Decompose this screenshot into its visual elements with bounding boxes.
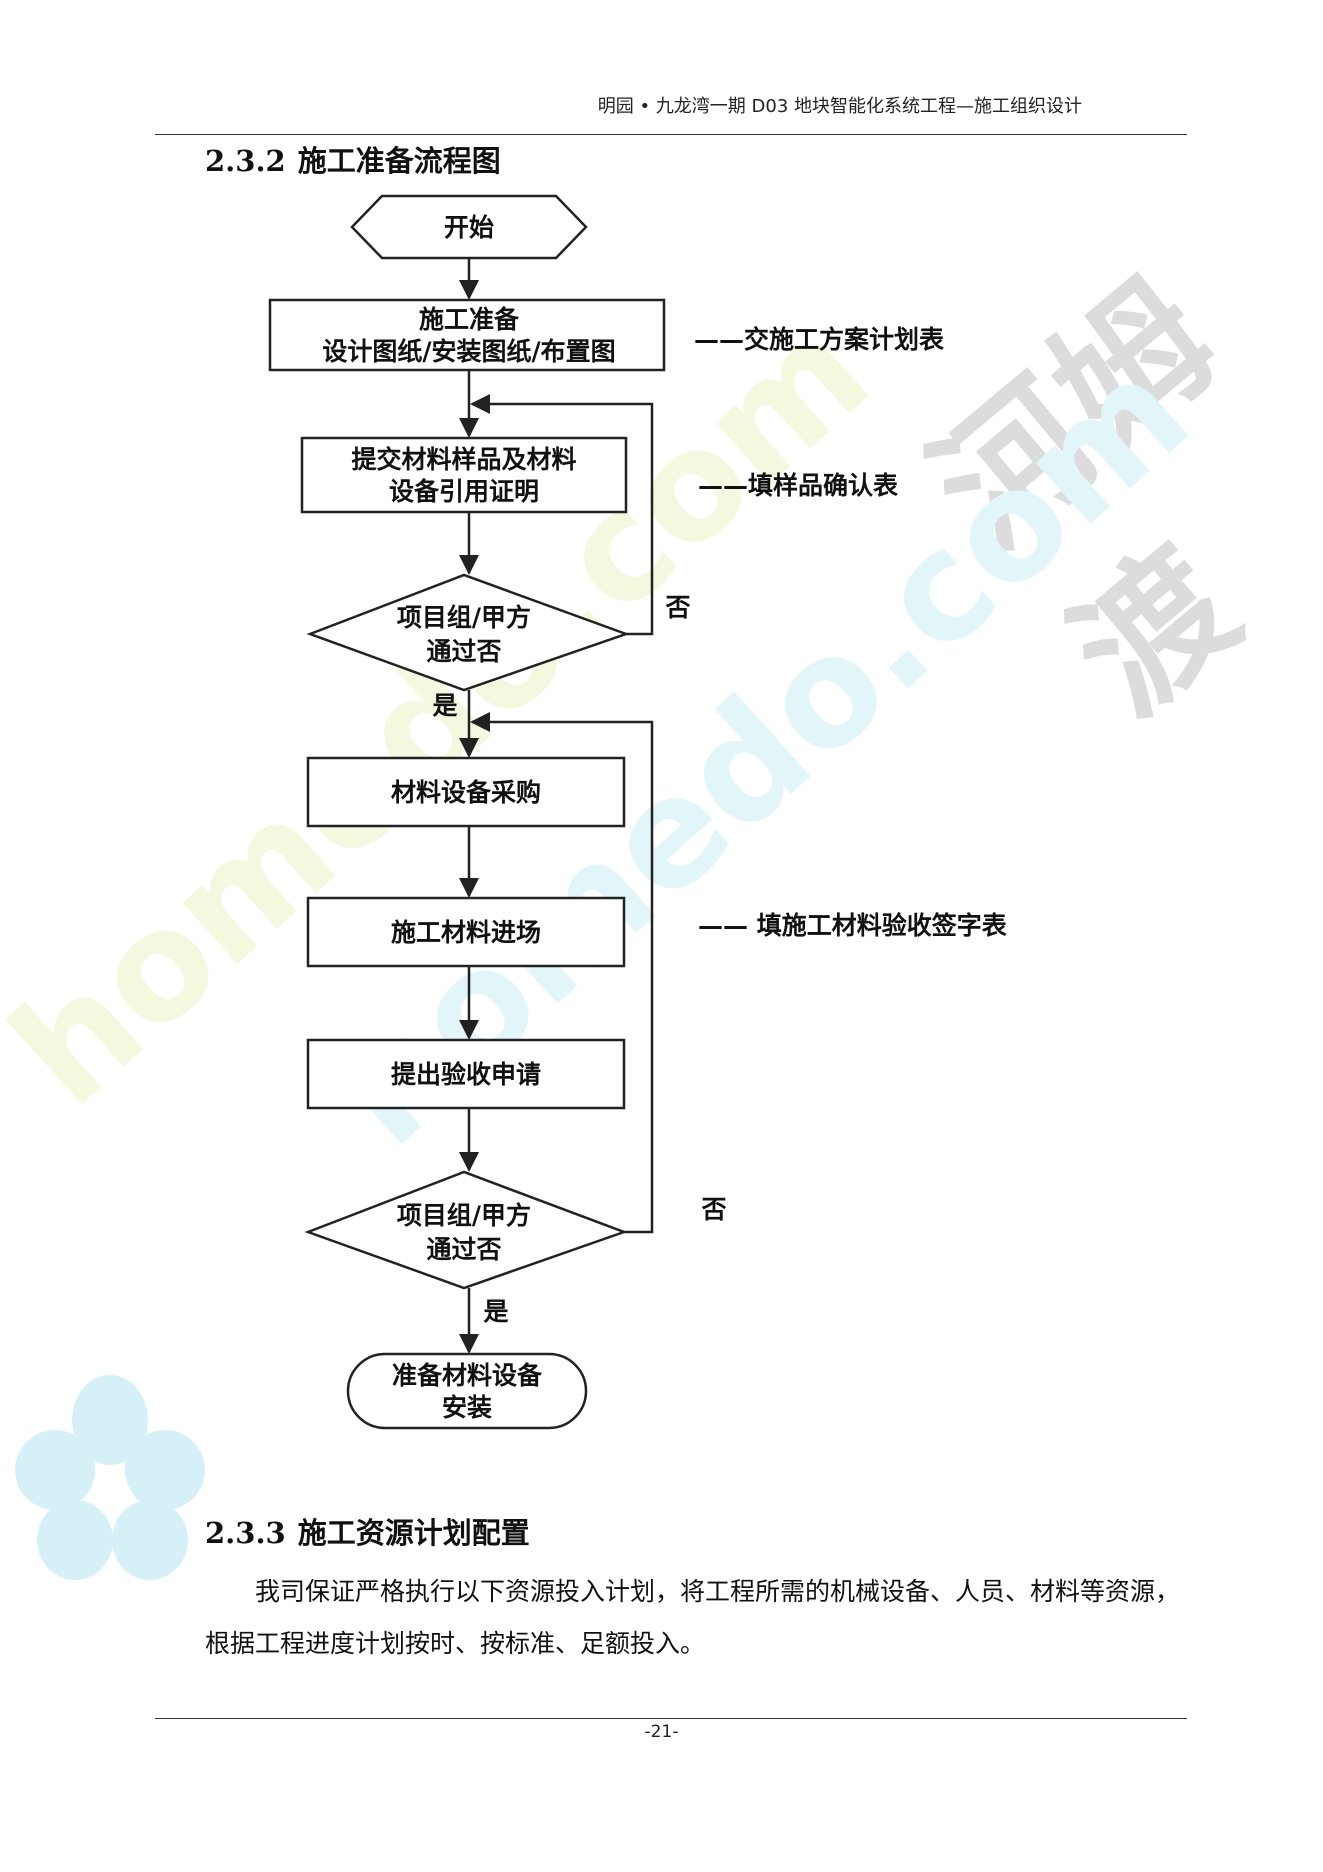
end-label-1: 准备材料设备	[392, 1361, 543, 1390]
section-title: 施工准备流程图	[297, 144, 501, 178]
section-heading-2-3-2: 2.3.2 施工准备流程图	[205, 138, 501, 180]
prep-label-1: 施工准备	[419, 305, 520, 334]
arrive-label: 施工材料进场	[391, 918, 541, 947]
submit-node	[300, 436, 628, 514]
header-rule	[155, 134, 1187, 135]
section-title: 施工资源计划配置	[297, 1516, 530, 1550]
note-acceptance-table: —— 填施工材料验收签字表	[698, 911, 1008, 940]
start-label: 开始	[444, 213, 494, 242]
purchase-node	[306, 756, 626, 828]
start-node	[350, 194, 588, 260]
paragraph-text: 我司保证严格执行以下资源投入计划，将工程所需的机械设备、人员、材料等资源，根据工…	[205, 1577, 1181, 1658]
end-node	[346, 1352, 588, 1430]
section-number: 2.3.2	[205, 144, 286, 178]
apply-label: 提出验收申请	[391, 1060, 541, 1089]
check2-node	[304, 1170, 628, 1290]
flowchart: 开始 施工准备 设计图纸/安装图纸/布置图 提交材料样品及材料 设备引用证明 项…	[268, 194, 1008, 1430]
purchase-label: 材料设备采购	[391, 778, 541, 807]
section-heading-2-3-3: 2.3.3 施工资源计划配置	[205, 1510, 530, 1552]
submit-label-2: 设备引用证明	[389, 477, 539, 506]
apply-node	[306, 1038, 626, 1110]
body-paragraph: 我司保证严格执行以下资源投入计划，将工程所需的机械设备、人员、材料等资源，根据工…	[205, 1566, 1187, 1670]
no1-label: 否	[664, 593, 690, 622]
page-header: 明园 • 九龙湾一期 D03 地块智能化系统工程—施工组织设计	[597, 96, 1082, 117]
no2-label: 否	[700, 1195, 726, 1224]
check1-node	[306, 573, 630, 692]
check2-label-2: 通过否	[426, 1235, 501, 1264]
submit-label-1: 提交材料样品及材料	[351, 445, 576, 474]
end-label-2: 安装	[442, 1393, 492, 1422]
note-plan-table: ——交施工方案计划表	[694, 325, 945, 354]
note-sample-table: ——填样品确认表	[698, 471, 899, 500]
section-number: 2.3.3	[205, 1516, 286, 1550]
check1-label-2: 通过否	[426, 637, 501, 666]
check2-label-1: 项目组/甲方	[397, 1201, 531, 1230]
page-number: -21-	[644, 1722, 679, 1742]
yes1-label: 是	[432, 691, 457, 720]
footer-rule	[155, 1718, 1187, 1719]
arrive-node	[306, 896, 626, 968]
prep-node	[268, 298, 666, 372]
check1-label-1: 项目组/甲方	[397, 603, 531, 632]
prep-label-2: 设计图纸/安装图纸/布置图	[322, 337, 615, 366]
yes2-label: 是	[483, 1297, 508, 1326]
